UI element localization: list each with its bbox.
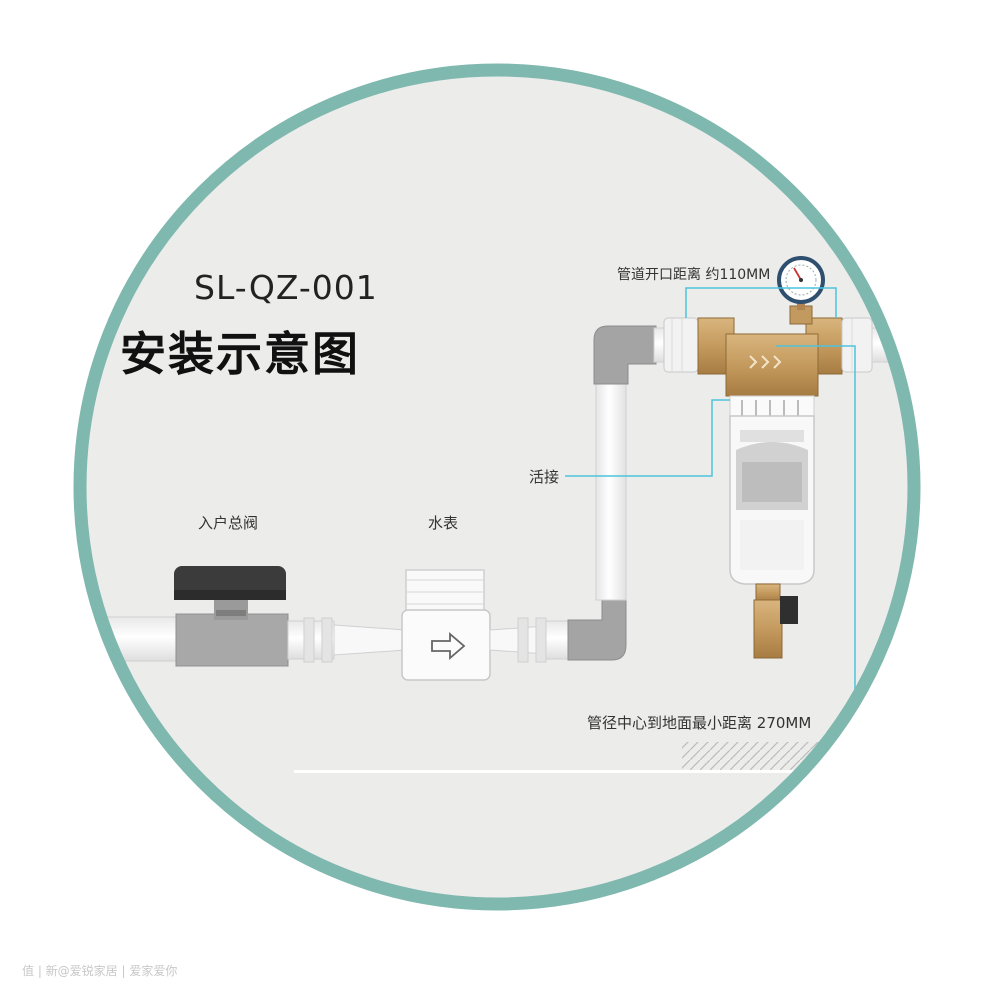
diagram-title: 安装示意图	[120, 327, 360, 381]
flow-chevrons-icon	[749, 355, 782, 369]
filter-housing	[729, 395, 815, 585]
label-pipe-gap: 管道开口距离 约110MM	[617, 267, 771, 283]
frame-ring	[73, 63, 921, 911]
pressure-gauge-icon	[777, 256, 825, 310]
label-min-height: 管径中心到地面最小距离 270MM	[587, 714, 812, 732]
label-union-joint: 活接	[529, 468, 560, 486]
watermark: 值 | 新@爱锐家居 | 爱家爱你	[22, 964, 178, 978]
riser-pipe	[595, 383, 627, 601]
arrow-right-icon	[431, 632, 466, 660]
main-valve	[174, 566, 289, 667]
prefilter-head	[697, 305, 843, 397]
background-disc	[80, 70, 914, 904]
water-meter	[401, 569, 491, 681]
label-main-valve: 入户总阀	[198, 514, 259, 532]
union-joint-left	[663, 317, 699, 373]
floor-line	[294, 770, 854, 773]
drain-valve	[753, 583, 798, 659]
union-joint-right	[841, 317, 873, 373]
label-water-meter: 水表	[428, 514, 459, 532]
upper-elbow	[593, 325, 657, 385]
model-number: SL-QZ-001	[194, 268, 378, 307]
